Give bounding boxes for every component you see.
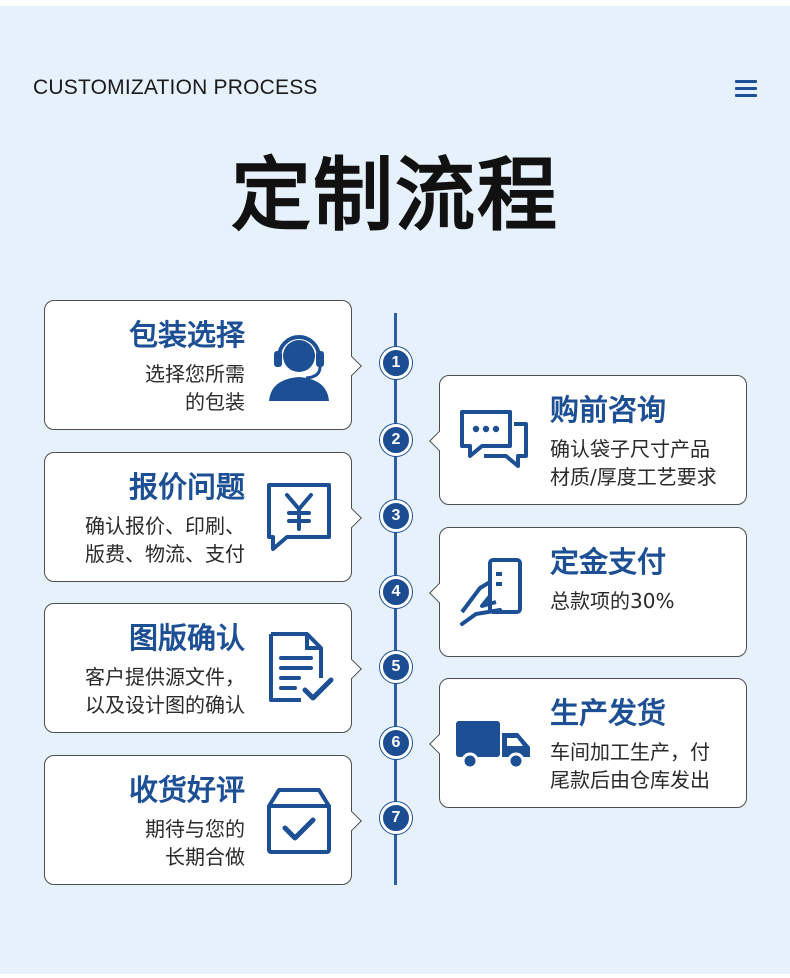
step-title: 生产发货 xyxy=(550,696,667,730)
step-title: 包装选择 xyxy=(128,318,245,352)
header-title: CUSTOMIZATION PROCESS xyxy=(33,76,318,99)
step-number-6: 6 xyxy=(380,727,412,759)
step-description: 确认袋子尺寸产品材质/厚度工艺要求 xyxy=(550,437,717,489)
page-title: 定制流程 xyxy=(231,149,559,242)
step-number-5: 5 xyxy=(380,651,412,683)
step-description: 客户提供源文件，以及设计图的确认 xyxy=(85,665,245,717)
step-number-1: 1 xyxy=(380,347,412,379)
box-check-icon xyxy=(267,788,331,854)
step-card-pre-purchase-consultation: 购前咨询 确认袋子尺寸产品材质/厚度工艺要求 xyxy=(429,375,747,505)
step-title: 图版确认 xyxy=(128,621,245,655)
step-description: 总款项的30% xyxy=(550,589,675,613)
step-description: 车间加工生产，付尾款后由仓库发出 xyxy=(550,740,710,792)
card-payment-icon xyxy=(460,558,522,626)
step-card-deposit-payment: 定金支付 总款项的30% xyxy=(429,527,747,657)
step-number-7: 7 xyxy=(380,802,412,834)
step-description: 选择您所需的包装 xyxy=(145,362,245,414)
document-check-icon xyxy=(269,632,334,702)
step-number-3: 3 xyxy=(380,500,412,532)
top-strip xyxy=(0,0,790,6)
step-title: 购前咨询 xyxy=(550,393,667,427)
step-number-4: 4 xyxy=(380,576,412,608)
yuan-quote-icon xyxy=(267,483,331,551)
delivery-truck-icon xyxy=(456,721,530,770)
step-card-production-shipping: 生产发货 车间加工生产，付尾款后由仓库发出 xyxy=(429,678,747,808)
customer-service-headset-icon xyxy=(269,335,329,401)
step-card-artwork-confirmation: 图版确认 客户提供源文件，以及设计图的确认 xyxy=(44,603,362,733)
step-description: 期待与您的长期合做 xyxy=(145,817,245,869)
step-card-package-selection: 包装选择 选择您所需的包装 xyxy=(44,300,362,430)
step-number-2: 2 xyxy=(380,424,412,456)
chat-bubbles-icon xyxy=(460,410,528,468)
step-card-receipt-review: 收货好评 期待与您的长期合做 xyxy=(44,755,362,885)
hamburger-menu-icon[interactable] xyxy=(735,80,757,98)
bottom-divider xyxy=(0,974,790,978)
step-title: 定金支付 xyxy=(550,545,667,579)
step-title: 报价问题 xyxy=(128,470,245,504)
step-card-quotation: 报价问题 确认报价、印刷、版费、物流、支付 xyxy=(44,452,362,582)
step-description: 确认报价、印刷、版费、物流、支付 xyxy=(85,514,245,566)
step-title: 收货好评 xyxy=(128,773,245,807)
